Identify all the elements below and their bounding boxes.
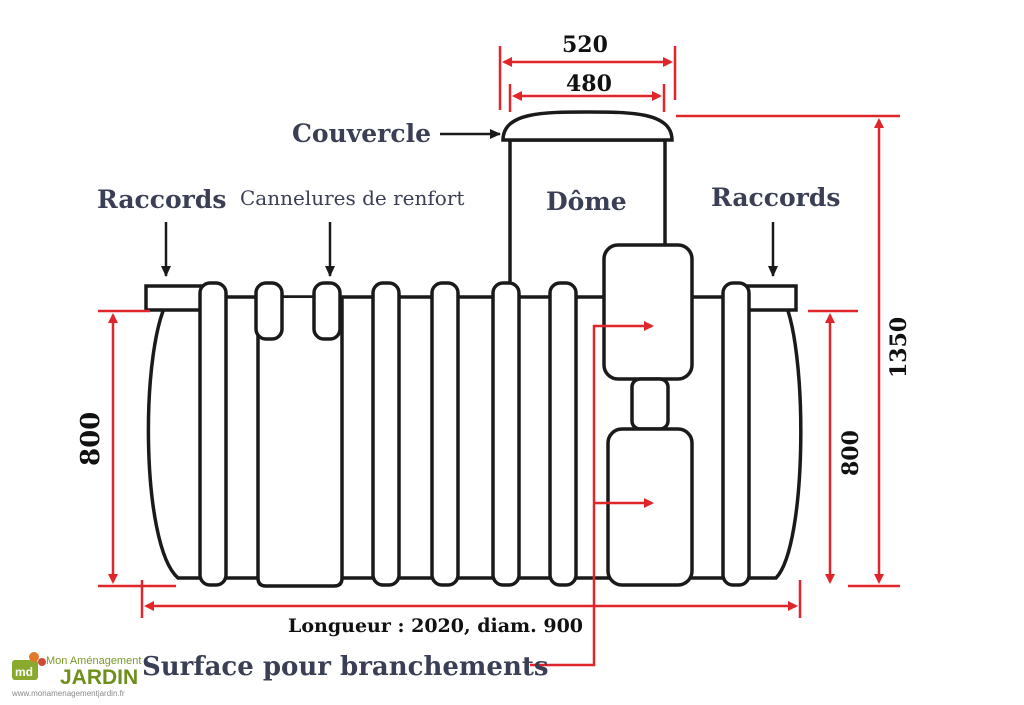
rib — [430, 281, 460, 587]
raccords-right-label: Raccords — [711, 183, 840, 212]
length-label: Longueur : 2020, diam. 900 — [288, 615, 583, 637]
couvercle-lid — [501, 110, 674, 142]
logo-wordmark: JARDIN — [60, 666, 138, 689]
rib — [198, 281, 228, 587]
tank-body — [146, 295, 803, 580]
couvercle-label: Couvercle — [292, 119, 431, 148]
dimension-lines — [98, 46, 900, 667]
surface-label: Surface pour branchements — [142, 652, 549, 682]
brand-logo: md Mon Aménagement JARDIN www.monamenage… — [11, 652, 141, 698]
dim-800-left-value: 800 — [76, 412, 106, 466]
connection-block-upper — [602, 243, 694, 381]
surface-leader — [530, 321, 654, 667]
notched-rib — [312, 281, 342, 341]
dome-label: Dôme — [546, 187, 627, 216]
cannelures-label: Cannelures de renfort — [240, 186, 464, 210]
dim-480-value: 480 — [566, 71, 612, 97]
logo-tagline: Mon Aménagement — [46, 655, 141, 667]
rib — [371, 281, 401, 587]
dim-520-value: 520 — [562, 32, 608, 58]
connection-block-lower — [606, 427, 694, 587]
flat-panel — [254, 281, 344, 588]
logo-emblem: md — [12, 652, 46, 680]
rib — [548, 281, 578, 587]
raccords-left-label: Raccords — [97, 185, 226, 214]
rib — [721, 281, 751, 587]
svg-text:md: md — [15, 665, 33, 679]
pointer-arrows — [161, 129, 778, 277]
connection-neck — [630, 377, 670, 431]
flat-panel-outline — [256, 298, 344, 588]
logo-url: www.monamenagementjardin.fr — [11, 689, 125, 698]
notched-rib — [254, 281, 284, 341]
tank-outline — [146, 295, 803, 580]
dim-800-right-value: 800 — [838, 430, 864, 476]
dim-1350-value: 1350 — [886, 317, 912, 378]
reinforcement-ribs — [198, 281, 751, 587]
raccord-left — [144, 284, 210, 312]
rib — [491, 281, 521, 587]
